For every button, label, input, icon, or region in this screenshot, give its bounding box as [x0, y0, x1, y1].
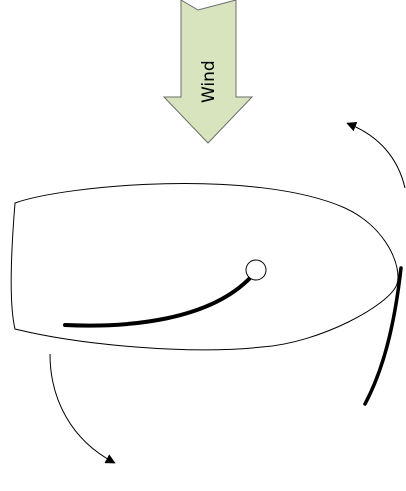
hull-outline	[10, 183, 399, 351]
rotation-arrow-top	[346, 121, 406, 189]
sail-boom	[63, 259, 267, 328]
wind-arrow-shape	[162, 0, 254, 144]
rotation-arrow-bottom	[49, 353, 116, 464]
mast-circle	[245, 259, 267, 281]
wind-label: Wind	[199, 60, 219, 103]
rudder-line	[363, 266, 403, 406]
boat-hull	[10, 183, 399, 351]
wind-arrow: Wind	[162, 0, 254, 144]
boom-line	[63, 275, 253, 328]
